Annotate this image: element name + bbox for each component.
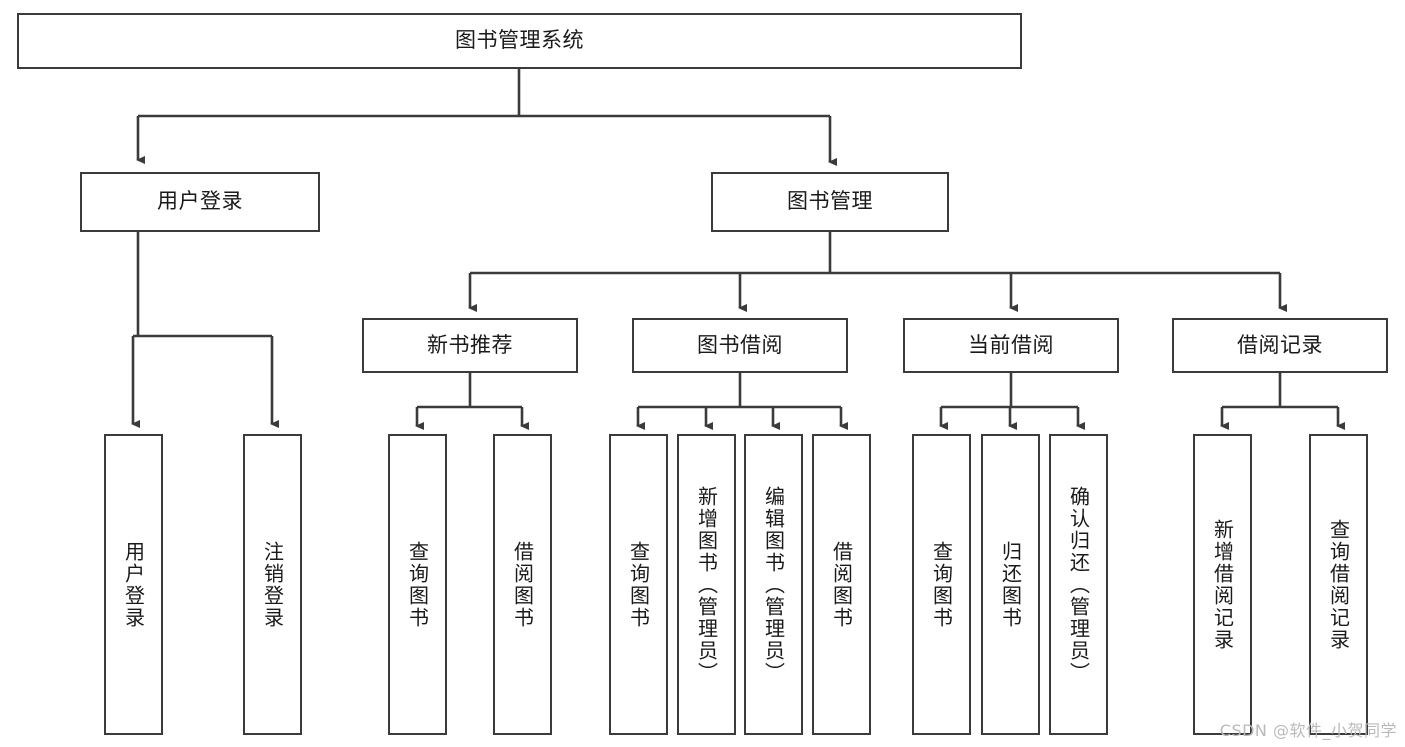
node-book-manage-label: 图书管理 [787, 189, 873, 214]
leaf-return-book[interactable]: 归还图书 [981, 434, 1040, 735]
leaf-return-book-label: 归还图书 [998, 540, 1023, 629]
leaf-user-login[interactable]: 用户登录 [104, 434, 163, 735]
node-root-label: 图书管理系统 [455, 28, 584, 53]
leaf-query-book-2[interactable]: 查询图书 [609, 434, 668, 735]
leaf-add-record-label: 新增借阅记录 [1210, 518, 1235, 651]
leaf-edit-book[interactable]: 编辑图书（管理员） [744, 434, 803, 735]
leaf-borrow-book-2[interactable]: 借阅图书 [812, 434, 871, 735]
leaf-query-book-1[interactable]: 查询图书 [388, 434, 447, 735]
leaf-borrow-book-1[interactable]: 借阅图书 [493, 434, 552, 735]
leaf-logout-label: 注销登录 [260, 540, 285, 629]
leaf-logout[interactable]: 注销登录 [243, 434, 302, 735]
leaf-borrow-book-1-label: 借阅图书 [510, 540, 535, 629]
node-book-borrow-label: 图书借阅 [697, 332, 783, 357]
node-borrow-record-label: 借阅记录 [1237, 332, 1323, 357]
leaf-user-login-label: 用户登录 [121, 540, 146, 629]
leaf-borrow-book-2-label: 借阅图书 [829, 540, 854, 629]
node-book-manage[interactable]: 图书管理 [711, 172, 949, 232]
node-borrow-record[interactable]: 借阅记录 [1172, 318, 1388, 373]
watermark: CSDN @软件_小贺同学 [1219, 721, 1397, 740]
node-new-book-rec[interactable]: 新书推荐 [362, 318, 578, 373]
node-user-login[interactable]: 用户登录 [80, 172, 320, 232]
leaf-add-book[interactable]: 新增图书（管理员） [677, 434, 736, 735]
leaf-confirm-return-label: 确认归还（管理员） [1066, 485, 1091, 684]
node-user-login-label: 用户登录 [157, 189, 243, 214]
leaf-query-book-3-label: 查询图书 [929, 540, 954, 629]
leaf-add-record[interactable]: 新增借阅记录 [1193, 434, 1252, 735]
leaf-add-book-label: 新增图书（管理员） [694, 485, 719, 684]
node-root[interactable]: 图书管理系统 [17, 13, 1022, 69]
node-new-book-rec-label: 新书推荐 [427, 332, 513, 357]
leaf-query-book-3[interactable]: 查询图书 [912, 434, 971, 735]
node-current-borrow-label: 当前借阅 [968, 332, 1054, 357]
node-book-borrow[interactable]: 图书借阅 [632, 318, 848, 373]
leaf-query-record[interactable]: 查询借阅记录 [1309, 434, 1368, 735]
leaf-confirm-return[interactable]: 确认归还（管理员） [1049, 434, 1108, 735]
leaf-query-book-1-label: 查询图书 [405, 540, 430, 629]
leaf-edit-book-label: 编辑图书（管理员） [761, 485, 786, 684]
leaf-query-book-2-label: 查询图书 [626, 540, 651, 629]
leaf-query-record-label: 查询借阅记录 [1326, 518, 1351, 651]
node-current-borrow[interactable]: 当前借阅 [903, 318, 1119, 373]
